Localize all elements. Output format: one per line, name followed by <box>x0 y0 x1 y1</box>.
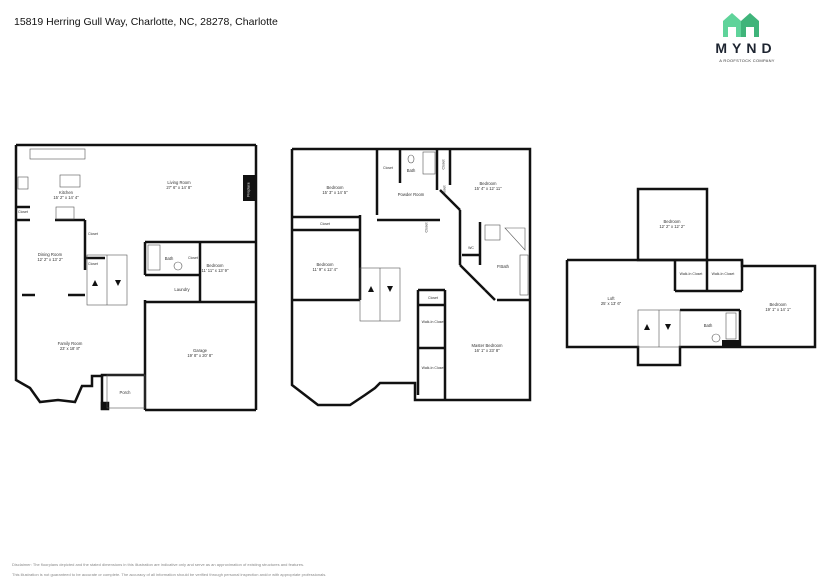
room-label-walk-in-closet: Walk-In Closet <box>421 366 445 370</box>
second-floor-plan <box>290 147 532 407</box>
third-floor-plan <box>565 187 817 367</box>
room-label-walk-in-closet: Walk-In Closet <box>679 272 703 276</box>
room-label-bath: Bath <box>164 256 174 261</box>
room-label-closet: Closet <box>88 262 98 266</box>
room-label-porch: Porch <box>119 390 131 395</box>
logo-wordmark: MYND <box>715 40 777 56</box>
room-label-closet: Closet <box>428 296 438 300</box>
room-label-walk-in-closet: Walk-In Closet <box>421 320 445 324</box>
room-label-closet: Closet <box>383 166 393 170</box>
room-label-closet: Closet <box>320 222 330 226</box>
room-label-bath: Bath <box>406 168 416 173</box>
room-label-closet: Closet <box>88 232 98 236</box>
room-label-walk-in-closet: Walk-In Closet <box>711 272 735 276</box>
disclaimer-line-1: Disclaimer: The floorplans depicted and … <box>12 562 305 567</box>
room-label-closet: Closet <box>442 185 447 196</box>
room-label-fireplace: Fireplace <box>246 182 251 197</box>
room-label-pbath: P.Bath <box>496 264 510 269</box>
room-label-powder-room: Powder Room <box>397 192 425 197</box>
stair-arrow-icons <box>92 280 671 330</box>
logo-tagline: A ROOFSTOCK COMPANY <box>719 58 775 63</box>
mynd-logo: MYND A ROOFSTOCK COMPANY <box>712 8 782 68</box>
room-label-closet: Closet <box>441 159 446 170</box>
room-label-closet: Closet <box>424 222 429 233</box>
house-logo-icon <box>723 13 759 37</box>
room-label-bath: Bath <box>703 323 713 328</box>
room-label-closet: Closet <box>18 210 28 214</box>
room-label-closet: Closet <box>188 256 198 260</box>
room-label-wc: WC <box>468 246 474 250</box>
first-floor-plan <box>14 143 258 412</box>
disclaimer-line-2: This illustration is not guaranteed to b… <box>12 572 327 577</box>
room-label-laundry: Laundry <box>174 287 190 292</box>
property-address: 15819 Herring Gull Way, Charlotte, NC, 2… <box>14 16 278 28</box>
